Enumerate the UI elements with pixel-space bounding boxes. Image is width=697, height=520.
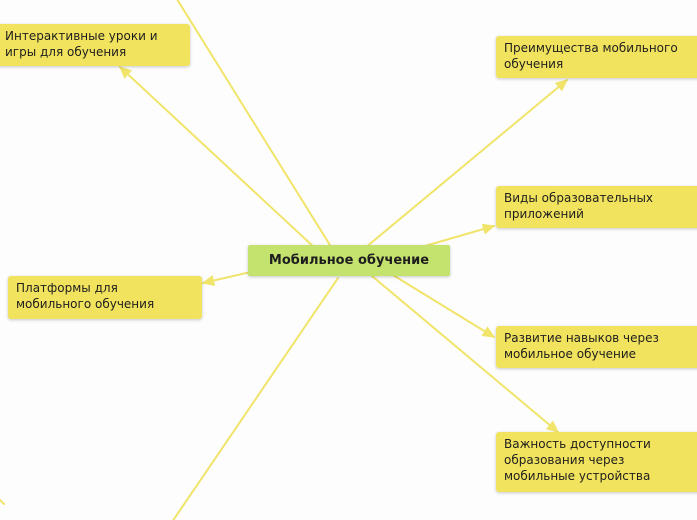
topic-app-types[interactable]: Виды образовательных приложений [496, 186, 697, 228]
connector-interactive [118, 66, 331, 263]
connector-advantages [364, 79, 569, 249]
connector-skills [387, 271, 496, 338]
topic-advantages[interactable]: Преимущества мобильного обучения [496, 36, 697, 78]
connector-types [417, 223, 496, 249]
connector-offscreen-bottom [172, 277, 339, 520]
topic-platforms[interactable]: Платформы для мобильного обучения [8, 276, 202, 319]
root-topic[interactable]: Мобильное обучение [248, 245, 450, 276]
topic-interactive-lessons[interactable]: Интерактивные уроки и игры для обучения [0, 24, 190, 66]
connector-offscreen-top [176, 0, 339, 259]
topic-skills[interactable]: Развитие навыков через мобильное обучени… [496, 326, 697, 368]
connector-access [371, 275, 560, 433]
subtopic-stub [0, 498, 5, 505]
topic-accessibility[interactable]: Важность доступности образования через м… [496, 432, 697, 492]
